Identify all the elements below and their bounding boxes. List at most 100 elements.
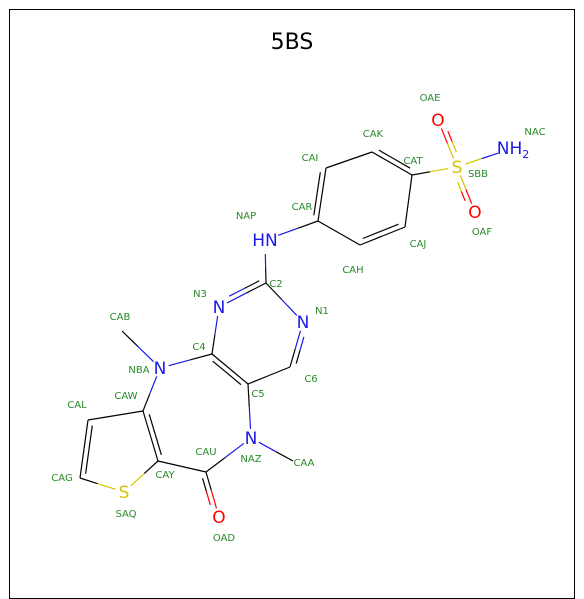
bond-cat-caj — [409, 175, 413, 201]
atom-name-cab: CAB — [110, 312, 131, 323]
bond-c6-n1-double — [300, 337, 304, 350]
bond-cag-saq — [80, 478, 98, 484]
bond-naz-caa — [259, 442, 276, 451]
atom-label-naz: N — [245, 429, 258, 449]
bond-n1-c2 — [281, 299, 296, 315]
atom-label-nap: HN — [252, 231, 278, 251]
bond-car-cai — [318, 195, 322, 222]
bond-c5-c6 — [269, 367, 290, 376]
bond-cak-cat — [372, 152, 392, 164]
bond-naz-caa — [276, 452, 293, 461]
bond-cah-car — [339, 233, 360, 245]
bond-c4-c5 — [230, 369, 248, 384]
bond-cai-cak — [326, 160, 349, 168]
atom-name-nba: NBA — [128, 365, 149, 376]
atom-label-oae: O — [431, 111, 444, 131]
bond-cay-caw-double — [149, 414, 155, 434]
bond-naz-c5 — [249, 407, 250, 430]
bond-sbb-oae-double — [452, 142, 456, 153]
atom-name-cal: CAL — [67, 400, 87, 411]
atom-name-cai: CAI — [302, 153, 319, 164]
bond-c5-c6 — [248, 376, 269, 385]
bond-sbb-oae — [448, 144, 454, 159]
bond-sbb-oaf — [466, 190, 472, 204]
bond-cai-cak — [349, 152, 372, 160]
bond-caj-cah — [383, 227, 406, 236]
atom-name-cah: CAH — [342, 265, 363, 276]
bond-naz-c5 — [248, 384, 249, 407]
bond-cau-oad-double — [203, 478, 207, 491]
bond-cal-cag — [84, 420, 88, 449]
atom-name-c2: C2 — [269, 279, 282, 290]
bond-car-cai — [322, 168, 326, 195]
atom-name-cat: CAT — [403, 156, 423, 167]
atom-name-oae: OAE — [420, 93, 441, 104]
bond-sbb-nac — [482, 153, 498, 158]
bond-sbb-oae-double — [448, 131, 452, 142]
atom-name-caw: CAW — [114, 391, 137, 402]
bond-caw-cal — [116, 411, 144, 416]
bond-car-cai-double — [314, 194, 317, 216]
bond-nap-car — [298, 221, 318, 228]
bond-cal-cag-double — [86, 450, 89, 474]
bond-nba-caw — [143, 394, 150, 411]
atom-name-caa: CAA — [294, 458, 315, 469]
bond-c6-n1-double — [296, 350, 300, 363]
bond-cat-caj — [405, 201, 409, 227]
bond-cay-cau — [182, 467, 206, 473]
atom-name-car: CAR — [292, 202, 313, 213]
bond-c2-n3 — [247, 283, 266, 293]
atom-label-nac: NH2 — [497, 139, 530, 161]
bond-cau-naz — [206, 458, 225, 472]
bond-cal-cag — [80, 449, 84, 478]
bond-cah-car — [318, 221, 339, 233]
bond-c4-c5 — [212, 354, 230, 369]
bond-cat-sbb — [430, 169, 448, 172]
atom-name-cau: CAU — [195, 447, 216, 458]
atom-name-nac: NAC — [524, 127, 545, 138]
atom-name-n3: N3 — [193, 289, 207, 300]
atom-name-sbb: SBB — [468, 169, 488, 180]
bond-layer — [80, 128, 498, 508]
bond-cal-cag-double — [89, 426, 92, 450]
bond-sbb-oaf-double — [458, 182, 462, 192]
bond-sbb-nac — [466, 159, 482, 164]
bond-c4-nba — [190, 354, 212, 360]
bond-cat-sbb — [412, 172, 430, 175]
atom-name-c6: C6 — [304, 374, 317, 385]
bond-c4-c5-double — [213, 361, 227, 373]
atom-label-oaf: O — [468, 203, 481, 223]
atom-name-naz: NAZ — [240, 454, 261, 465]
bond-cay-cau — [158, 461, 182, 467]
bond-caj-cah — [360, 236, 383, 245]
bond-n3-c4 — [215, 316, 218, 335]
atom-name-n1: N1 — [315, 306, 329, 317]
atom-label-n3: N — [213, 298, 226, 318]
atom-label-sbb: S — [452, 158, 463, 178]
atom-name-cay: CAY — [155, 470, 175, 481]
bond-nba-cab — [122, 331, 138, 346]
bond-cau-oad — [206, 472, 211, 490]
bond-c2-n3 — [227, 293, 246, 303]
atom-name-c5: C5 — [251, 389, 264, 400]
atom-name-oaf: OAF — [472, 227, 493, 238]
bond-nap-car — [278, 228, 298, 235]
atom-name-nap: NAP — [236, 211, 256, 222]
atom-name-cag: CAG — [51, 473, 72, 484]
atom-name-cak: CAK — [363, 129, 384, 140]
bond-cau-oad-double — [206, 492, 210, 505]
atom-name-saq: SAQ — [115, 509, 136, 520]
bond-caw-cal — [88, 416, 116, 421]
atom-label-saq: S — [119, 483, 130, 503]
bond-saq-cay — [131, 473, 145, 485]
bond-sbb-oaf-double — [461, 191, 465, 201]
atom-name-oad: OAD — [213, 533, 236, 544]
atom-label-oad: O — [212, 508, 225, 528]
atom-name-caj: CAJ — [410, 239, 427, 250]
bond-n3-c4 — [212, 335, 215, 354]
atom-label-n1: N — [297, 313, 310, 333]
bond-cau-oad — [211, 490, 216, 508]
bond-c6-n1 — [295, 331, 300, 349]
bond-c4-nba — [169, 360, 191, 366]
